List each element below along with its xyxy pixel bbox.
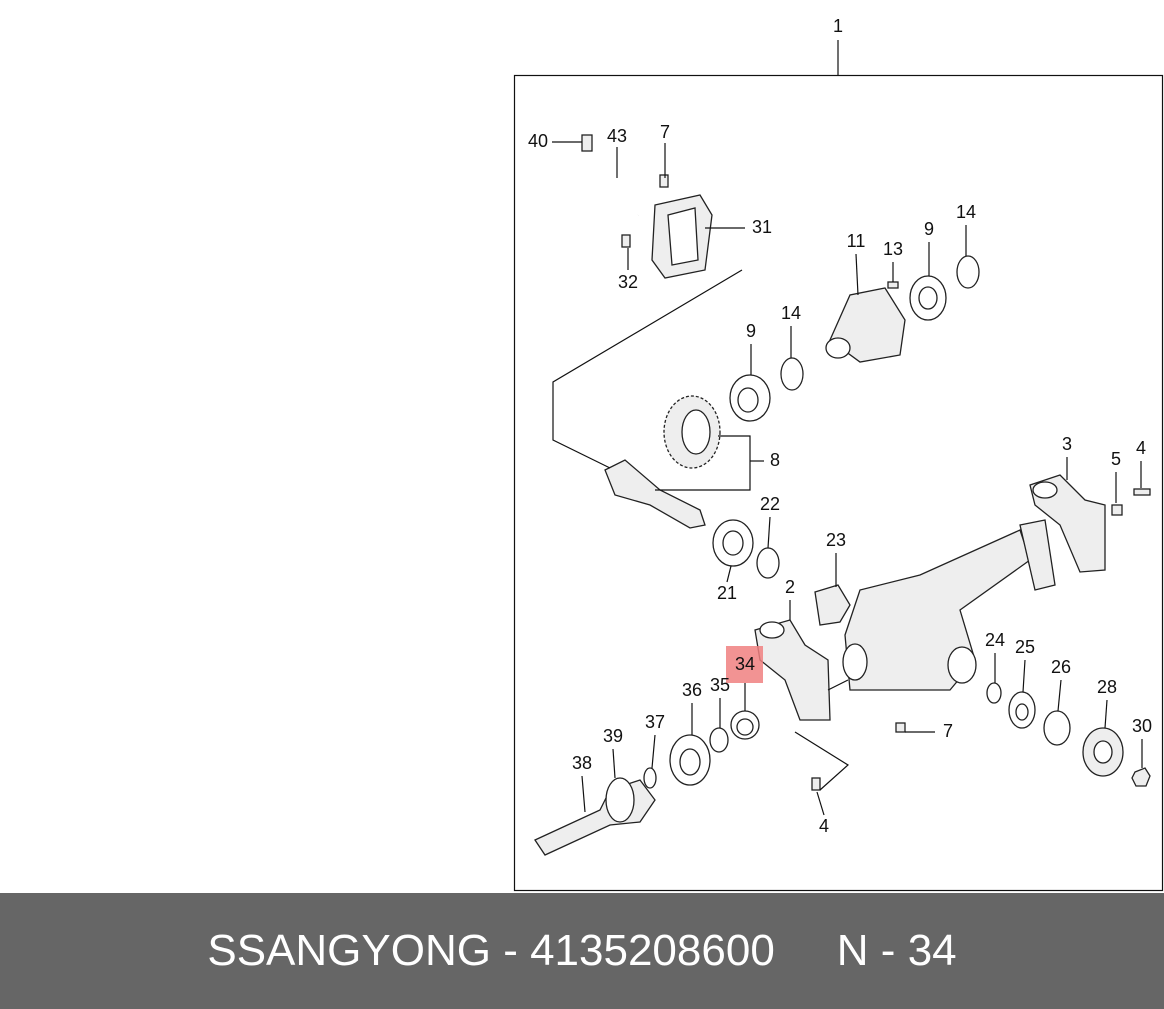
callout-label: 35	[710, 675, 730, 695]
parts-drawings	[534, 134, 1151, 856]
callout-label: 7	[943, 721, 953, 741]
callout-label: 38	[572, 753, 592, 773]
callout-label: 8	[770, 450, 780, 470]
callout-label: 3	[1062, 434, 1072, 454]
callout-label: 26	[1051, 657, 1071, 677]
assembly-label: 1	[833, 16, 843, 36]
callout-label: 25	[1015, 637, 1035, 657]
callout-label: 13	[883, 239, 903, 259]
callout-label-highlighted: 34	[735, 654, 755, 674]
callout-label: 5	[1111, 449, 1121, 469]
callout-label: 31	[752, 217, 772, 237]
callout-label: 28	[1097, 677, 1117, 697]
callout-label: 4	[1136, 438, 1146, 458]
parts-diagram: 1	[513, 16, 1164, 892]
callout-label: 39	[603, 726, 623, 746]
part-number: 4135208600	[530, 926, 775, 975]
callout-label: 21	[717, 583, 737, 603]
callout-label: 7	[660, 122, 670, 142]
position-prefix: N -	[836, 926, 908, 975]
callout-label: 37	[645, 712, 665, 732]
callout-label: 24	[985, 630, 1005, 650]
callout-label: 14	[956, 202, 976, 222]
callout-label: 9	[924, 219, 934, 239]
callout-label: 30	[1132, 716, 1152, 736]
brand-name: SSANGYONG	[207, 926, 491, 975]
diagram-frame	[513, 74, 1164, 892]
callout-label: 22	[760, 494, 780, 514]
callout-label: 32	[618, 272, 638, 292]
callout-label: 36	[682, 680, 702, 700]
leader-lines	[552, 141, 1143, 816]
position-number: 34	[907, 926, 957, 975]
callout-label: 40	[528, 131, 548, 151]
callout-label: 11	[847, 231, 866, 251]
separator: -	[490, 926, 531, 975]
callout-label: 4	[819, 816, 829, 836]
callout-label: 14	[781, 303, 801, 323]
highlight-box	[726, 646, 763, 683]
callout-label: 9	[746, 321, 756, 341]
callout-label: 43	[607, 126, 627, 146]
callout-label: 2	[785, 577, 795, 597]
callout-labels: 40 43 7 31 32 11 13 9 14 9 14 8 3 4 5 22…	[528, 122, 1152, 836]
footer-banner: SSANGYONG - 4135208600 N - 34	[0, 893, 1164, 1009]
callout-label: 23	[826, 530, 846, 550]
